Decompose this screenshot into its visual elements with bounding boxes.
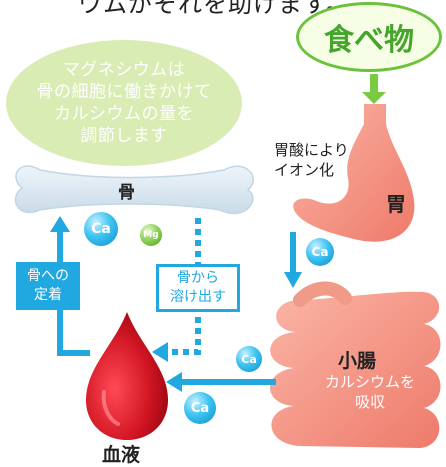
intestine-note: カルシウムを 吸収: [306, 372, 434, 412]
deposit-box: 骨への 定着: [16, 262, 80, 310]
stomach-note-line-2: イオン化: [274, 161, 335, 179]
intestine-to-blood-arrow: [166, 372, 276, 392]
food-label: 食べ物: [324, 23, 414, 58]
bone-label: 骨: [118, 183, 135, 203]
deposit-line-2: 定着: [34, 287, 62, 303]
small-intestine-illustration: [270, 281, 441, 448]
magnesium-ion: Mg: [140, 224, 162, 246]
magnesium-line-2: 骨の細胞に働きかけて: [36, 82, 212, 102]
dissolve-line-1: 骨から: [177, 270, 219, 286]
calcium-ion-bone: Ca: [84, 212, 118, 246]
food-bubble: 食べ物: [296, 2, 442, 72]
stomach-note: 胃酸により イオン化: [274, 140, 349, 180]
calcium-ion-blood: Ca: [184, 392, 216, 424]
dissolve-from-bone-arrow: [152, 218, 201, 362]
magnesium-line-3: カルシウムの量を: [54, 104, 194, 124]
food-to-stomach-arrow: [362, 74, 386, 104]
stomach-label: 胃: [386, 192, 406, 216]
caption-text: ウムがそれを助けます。: [78, 0, 351, 18]
deposit-line-1: 骨への: [27, 268, 69, 284]
dissolve-line-2: 溶け出す: [170, 289, 226, 305]
dissolve-box: 骨から 溶け出す: [156, 264, 240, 312]
stomach-illustration: [293, 104, 415, 242]
intestine-label: 小腸: [338, 350, 377, 372]
magnesium-line-4: 調節します: [80, 126, 168, 146]
blood-drop-illustration: [86, 312, 168, 440]
intestine-note-line-2: 吸収: [354, 393, 385, 411]
calcium-ion-stomach: Ca: [306, 238, 334, 266]
bone-illustration: [14, 165, 254, 215]
intestine-note-line-1: カルシウムを: [324, 373, 415, 391]
calcium-ion-intestine: Ca: [236, 346, 262, 372]
magnesium-info-bubble: マグネシウムは 骨の細胞に働きかけて カルシウムの量を 調節します: [6, 40, 242, 166]
stomach-to-intestine-arrow: [284, 232, 302, 288]
magnesium-line-1: マグネシウムは: [62, 60, 186, 80]
blood-label: 血液: [102, 444, 141, 466]
stomach-note-line-1: 胃酸により: [274, 141, 349, 159]
